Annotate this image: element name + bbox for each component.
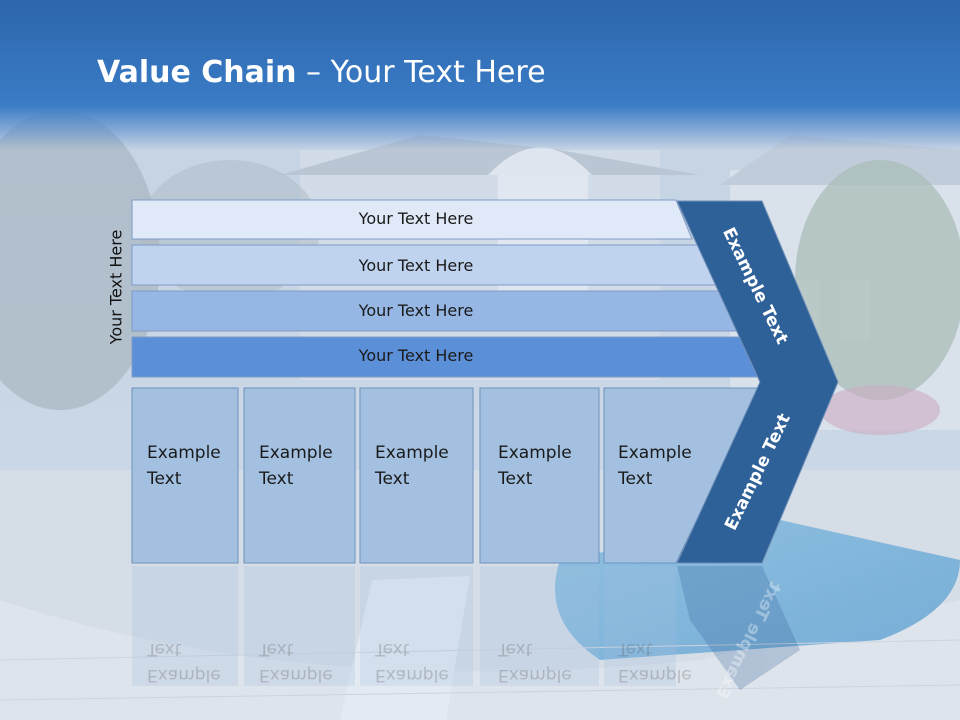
band-label-3: Your Text Here [358,301,474,320]
reflection-group [132,566,800,690]
band-label-2: Your Text Here [358,256,474,275]
title-band [0,0,960,150]
slide-title: Value Chain – Your Text Here [97,55,546,90]
title-bold: Value Chain [97,55,297,90]
arrow-chevron-shape [676,200,839,564]
box-shape-5 [603,387,761,564]
band-shape-1 [131,199,693,240]
band-label-4: Your Text Here [358,346,474,365]
box-shape-3 [359,387,474,564]
title-rest: – Your Text Here [296,55,546,90]
box-shape-4 [479,387,600,564]
box-shape-1 [131,387,239,564]
band-label-1: Your Text Here [358,209,474,228]
box-shape-2 [243,387,356,564]
